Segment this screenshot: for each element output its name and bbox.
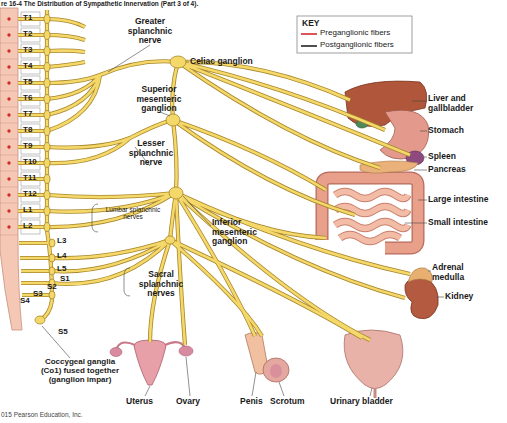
preganglionic-dots xyxy=(7,17,10,228)
segment-label: T5 xyxy=(23,78,32,87)
segment-label: T12 xyxy=(23,190,37,199)
segment-label: T7 xyxy=(23,110,32,119)
spinal-cord xyxy=(0,8,22,330)
segment-label: T2 xyxy=(23,30,32,39)
structure-label: Large intestine xyxy=(428,195,488,205)
structure-label: Scrotum xyxy=(270,397,304,407)
segment-label: S5 xyxy=(58,328,68,337)
structure-label: Lesser splanchnic nerve xyxy=(120,139,182,168)
segment-boxes xyxy=(21,12,40,234)
segment-label: T9 xyxy=(23,142,32,151)
key-box xyxy=(297,16,412,53)
nerve-fibers xyxy=(18,10,410,345)
segment-label: S2 xyxy=(47,283,57,292)
structure-label: Kidney xyxy=(445,292,473,302)
segment-label: T8 xyxy=(23,126,32,135)
segment-label: T3 xyxy=(23,46,32,55)
structure-label: Sacral splanchnic nerves xyxy=(130,270,192,299)
structure-label: Superior mesenteric ganglion xyxy=(128,85,190,114)
structure-label: Pancreas xyxy=(428,165,466,175)
structure-label: Ovary xyxy=(176,397,200,407)
structure-label: Small intestine xyxy=(428,218,488,228)
segment-label: T4 xyxy=(23,62,32,71)
structure-label: Liver and gallbladder xyxy=(428,94,500,113)
segment-label: T1 xyxy=(23,14,32,23)
structure-label: Celiac ganglion xyxy=(190,57,253,67)
structure-label: Urinary bladder xyxy=(330,397,393,407)
segment-label: T11 xyxy=(23,174,36,183)
structure-label: Penis xyxy=(240,397,263,407)
segment-label: S4 xyxy=(20,297,30,306)
segment-label: T6 xyxy=(23,94,32,103)
segment-label: L2 xyxy=(23,222,32,231)
segment-label: S1 xyxy=(60,275,70,284)
segment-label: L4 xyxy=(57,252,66,261)
structure-label: Coccygeal ganglia (Co1) fused together (… xyxy=(38,358,122,385)
figure-title: re 16-4 The Distribution of Sympathetic … xyxy=(1,0,198,7)
segment-label: L5 xyxy=(57,265,66,274)
structure-label: Inferior mesenteric ganglion xyxy=(212,218,274,247)
segment-label: L3 xyxy=(57,237,66,246)
structure-label: Greater splanchnic nerve xyxy=(119,17,181,46)
leader-lines xyxy=(42,45,444,396)
segment-label: S3 xyxy=(33,290,43,299)
key-heading: KEY xyxy=(302,19,319,29)
segment-label: L1 xyxy=(23,206,32,215)
structure-label: Uterus xyxy=(126,397,153,407)
structure-label: Stomach xyxy=(428,126,464,136)
structure-label: Adrenal medulla xyxy=(432,263,494,282)
copyright-caption: 015 Pearson Education, Inc. xyxy=(1,411,83,418)
legend-text: Postganglionic fibers xyxy=(320,41,394,50)
segment-label: T10 xyxy=(23,158,37,167)
structure-label: Spleen xyxy=(428,152,456,162)
legend-text: Preganglionic fibers xyxy=(320,29,390,38)
structure-label: Lumbar splanchnic nerves xyxy=(100,206,166,221)
organs xyxy=(110,81,438,398)
